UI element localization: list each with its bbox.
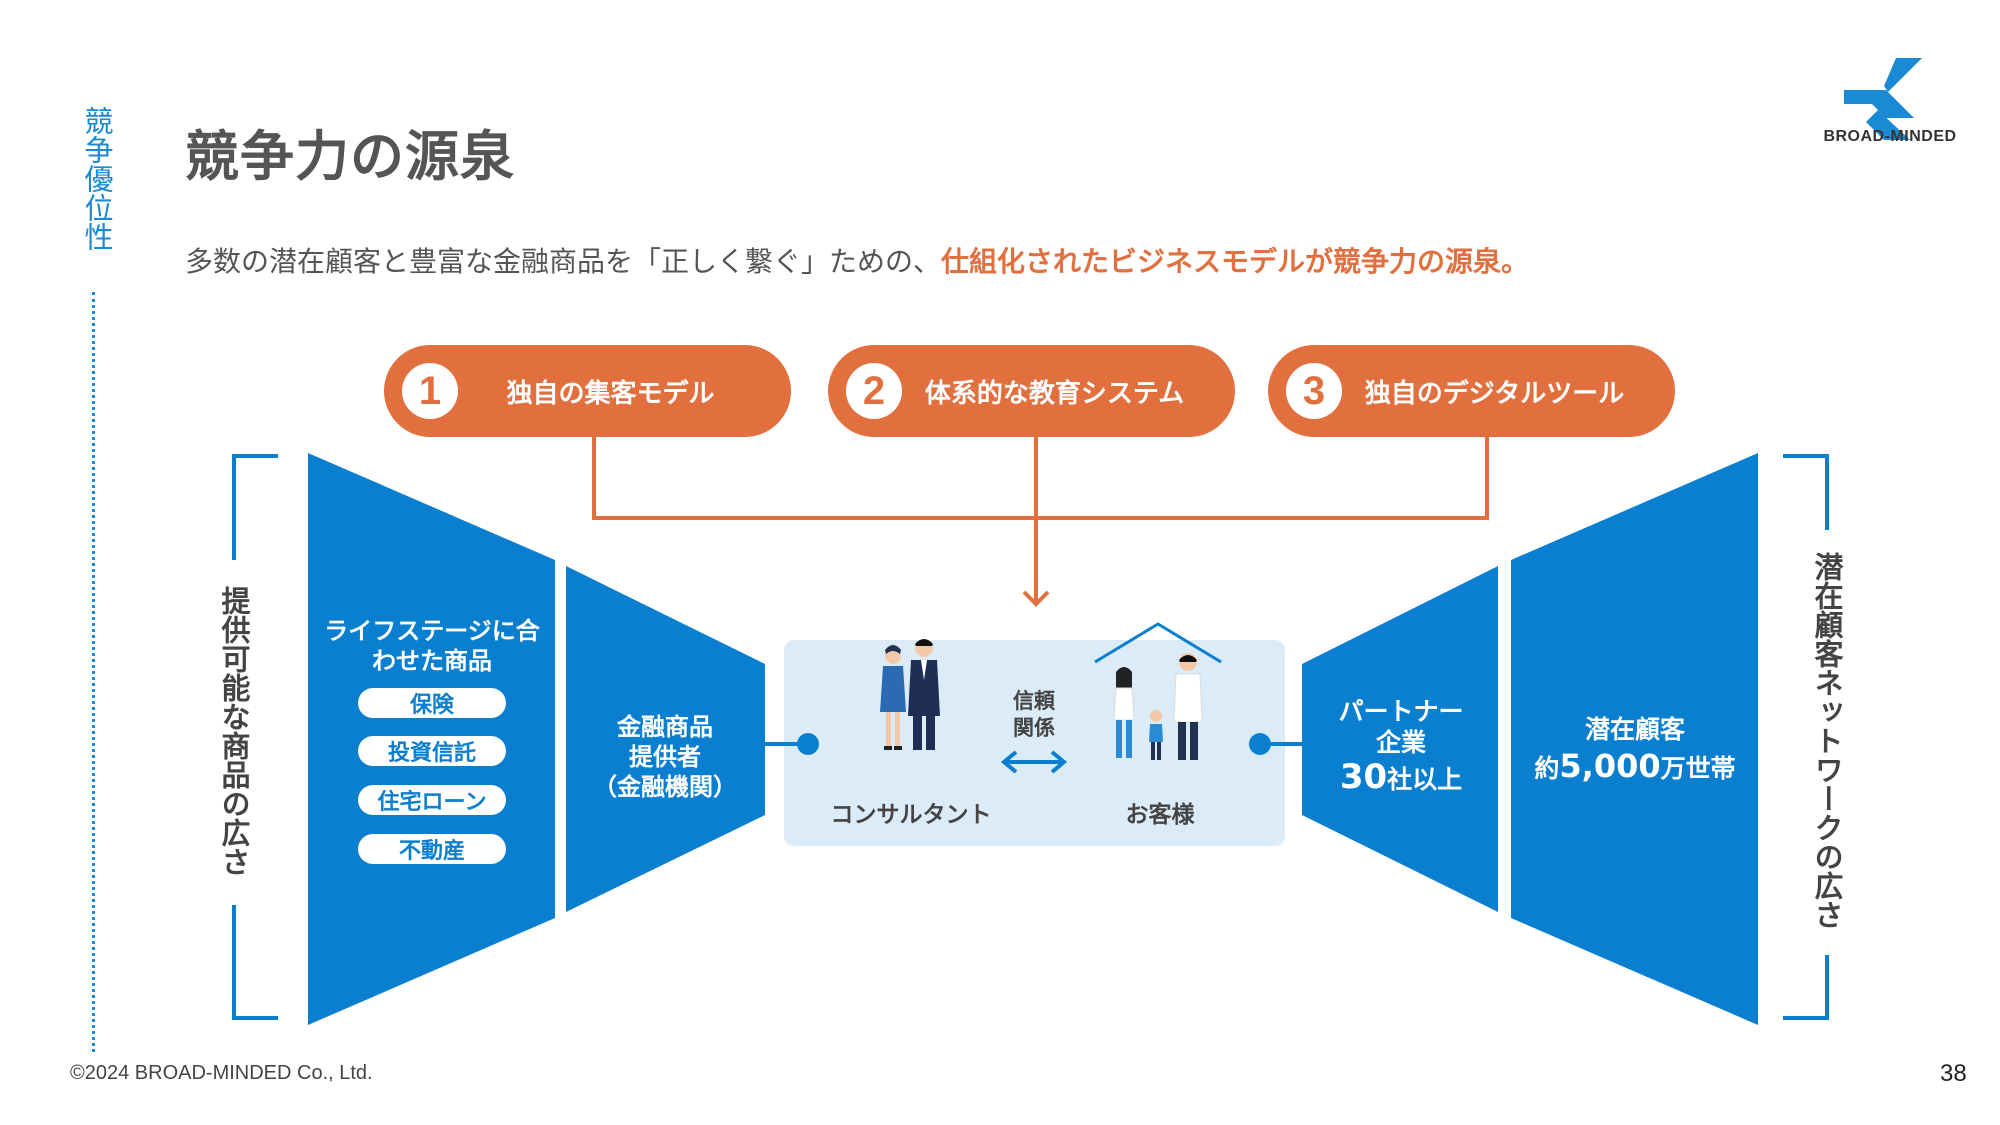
pill-label: 体系的な教育システム — [924, 378, 1185, 409]
customers-count: 約5,000万世帯 — [1520, 748, 1750, 787]
logo-text: BROAD-MINDED — [1823, 128, 1957, 145]
section-tag: 競争優位性 — [80, 106, 114, 251]
customer-label: お客様 — [1125, 802, 1195, 828]
page-title: 競争力の源泉 — [185, 125, 515, 188]
partner-count-suffix: 社以上 — [1387, 765, 1463, 794]
customers-label: 潜在顧客 約5,000万世帯 — [1520, 712, 1750, 787]
right-bracket-top — [1783, 454, 1829, 530]
center-panel — [784, 640, 1285, 846]
pill-label: 独自の集客モデル — [506, 378, 715, 409]
customers-line-1: 潜在顧客 — [1584, 715, 1685, 744]
customers-trapezoid — [1511, 453, 1758, 1025]
partner-line-2: 企業 — [1375, 728, 1426, 757]
left-bracket-top — [232, 454, 278, 560]
flow-lines — [592, 437, 1489, 607]
left-side-label: 提供可能な商品の広さ — [217, 586, 251, 876]
pill-education-system: 2 体系的な教育システム — [828, 345, 1235, 437]
page-number: 38 — [1940, 1060, 1967, 1087]
provider-line-1: 金融商品 — [617, 713, 713, 741]
trust-label-line-1: 信頼 — [1013, 689, 1055, 713]
customers-suffix: 万世帯 — [1660, 754, 1736, 783]
consultant-label: コンサルタント — [830, 802, 992, 828]
pill-number: 2 — [846, 363, 902, 419]
broad-minded-logo — [1844, 58, 1922, 140]
provider-line-3: （金融機関） — [593, 773, 737, 801]
connector-dot-left — [797, 733, 819, 755]
double-arrow-icon — [1000, 750, 1068, 774]
partner-count: 30社以上 — [1316, 760, 1486, 795]
trust-label-line-2: 関係 — [1013, 716, 1055, 740]
dotted-divider — [92, 292, 95, 1052]
product-tag-investment-trust: 投資信託 — [358, 736, 506, 766]
customers-prefix: 約 — [1534, 754, 1560, 783]
pill-digital-tool: 3 独自のデジタルツール — [1268, 345, 1675, 437]
pill-number: 1 — [402, 363, 458, 419]
product-tag-insurance: 保険 — [358, 688, 506, 718]
pill-label: 独自のデジタルツール — [1364, 378, 1625, 409]
partner-trapezoid — [1302, 566, 1498, 912]
partner-count-number: 30 — [1339, 757, 1388, 797]
pill-acquisition-model: 1 独自の集客モデル — [384, 345, 791, 437]
provider-label: 金融商品 提供者 （金融機関） — [580, 712, 750, 802]
copyright: ©2024 BROAD-MINDED Co., Ltd. — [70, 1062, 373, 1084]
house-roof-icon — [1094, 622, 1222, 664]
provider-line-2: 提供者 — [629, 743, 701, 771]
left-bracket-bottom — [232, 905, 278, 1020]
subtitle-normal: 多数の潜在顧客と豊富な金融商品を「正しく繋ぐ」ための、 — [185, 245, 942, 278]
right-side-label: 潜在顧客ネットワークの広さ — [1810, 552, 1844, 929]
partner-label: パートナー 企業 30社以上 — [1316, 696, 1486, 795]
provider-trapezoid — [566, 566, 765, 912]
customers-count-number: 5,000 — [1559, 747, 1661, 785]
consultant-icon — [880, 639, 940, 750]
trust-label: 信頼 関係 — [994, 688, 1074, 742]
partner-line-1: パートナー — [1338, 697, 1464, 726]
pill-number: 3 — [1286, 363, 1342, 419]
right-bracket-bottom — [1783, 955, 1829, 1020]
connector-dot-right — [1249, 733, 1271, 755]
subtitle-highlight: 仕組化されたビジネスモデルが競争力の源泉。 — [941, 245, 1530, 278]
product-tag-real-estate: 不動産 — [358, 834, 506, 864]
product-tag-mortgage: 住宅ローン — [358, 785, 506, 815]
family-icon — [1113, 653, 1203, 760]
subtitle: 多数の潜在顧客と豊富な金融商品を「正しく繋ぐ」ための、仕組化されたビジネスモデル… — [185, 240, 1529, 280]
products-heading: ライフステージに合わせた商品 — [324, 617, 540, 675]
